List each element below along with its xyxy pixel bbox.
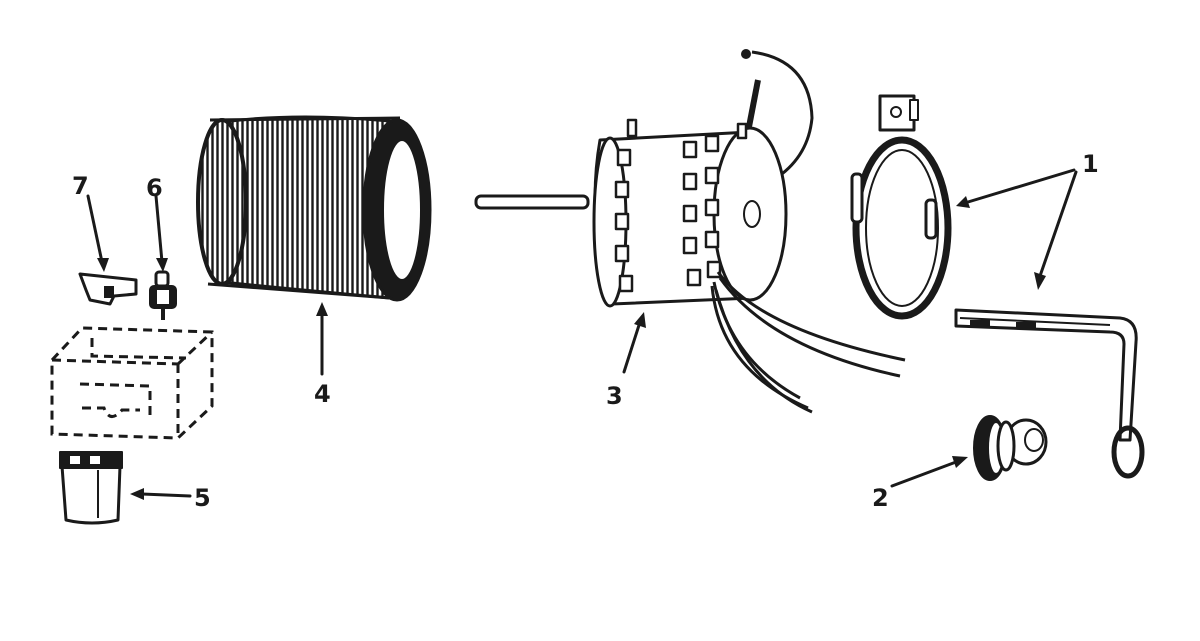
capacitor-clip-part: [78, 272, 138, 306]
capacitor-part: [59, 451, 123, 525]
blower-wheel-part: [196, 115, 432, 302]
mounting-bracket-part: [850, 94, 1145, 479]
callout-numbers: 1 2 3 4 5 6 7: [72, 150, 1099, 512]
motor-part: [474, 49, 906, 414]
callout-7: 7: [72, 172, 89, 200]
capacitor-mount-outline: [50, 326, 214, 440]
grommet-part: [973, 415, 1048, 481]
leader-lines: [86, 168, 1078, 500]
callout-5: 5: [194, 484, 211, 512]
callout-2: 2: [872, 484, 889, 512]
callout-6: 6: [146, 174, 163, 202]
callout-3: 3: [606, 382, 623, 410]
cap-nut-part: [149, 270, 177, 320]
callout-4: 4: [314, 380, 331, 408]
callout-1: 1: [1082, 150, 1099, 178]
